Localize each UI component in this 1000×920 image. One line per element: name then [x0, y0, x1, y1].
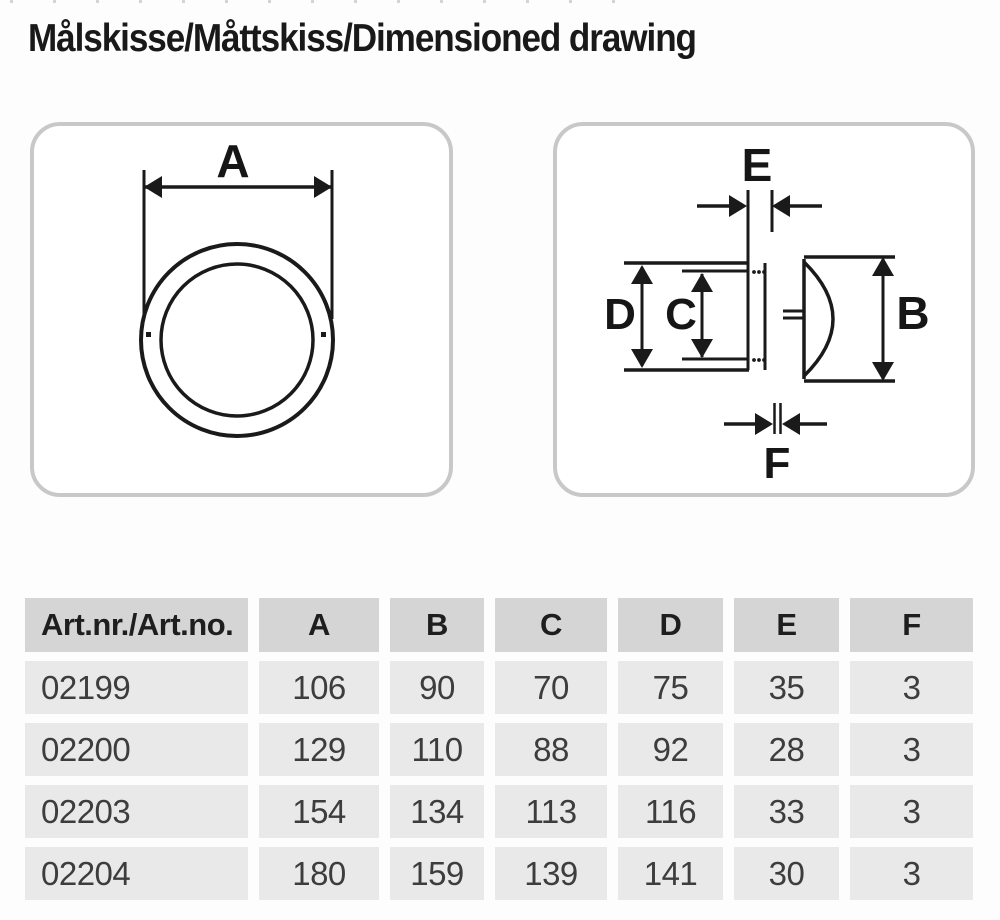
side-view-drawing: E D C [604, 139, 930, 488]
table-cell: 30 [734, 847, 839, 900]
side-view-panel: E D C [553, 122, 975, 497]
table-cell: 3 [850, 661, 973, 714]
inner-ring [159, 262, 315, 418]
table-cell: 35 [734, 661, 839, 714]
table-cell: 116 [618, 785, 723, 838]
dome-curve [802, 260, 835, 378]
table-cell: 02204 [25, 847, 248, 900]
dim-a-arrow-left [144, 176, 162, 198]
table-cell: 129 [259, 723, 379, 776]
table-cell: 159 [390, 847, 484, 900]
table-cell: 180 [259, 847, 379, 900]
dimension-table: Art.nr./Art.no. A B C D E F 02199 106 90… [25, 598, 973, 900]
dim-c-arrow-bottom [691, 339, 713, 358]
table-cell: 3 [850, 847, 973, 900]
dim-b-arrow-bottom [872, 362, 894, 381]
dim-label-f: F [764, 439, 791, 488]
dim-d-arrow-bottom [631, 349, 653, 368]
flange-plate [772, 231, 783, 403]
dim-a-arrow-right [314, 176, 332, 198]
header-cell-b: B [390, 598, 484, 652]
table-cell: 3 [850, 723, 973, 776]
dim-c-arrow-top [691, 273, 713, 292]
collar-dot [762, 358, 766, 362]
scan-noise-strip [10, 0, 630, 3]
right-mount-dot [321, 332, 326, 337]
collar-dot [762, 270, 766, 274]
table-cell: 90 [390, 661, 484, 714]
header-cell-d: D [618, 598, 723, 652]
table-cell: 113 [495, 785, 607, 838]
header-cell-a: A [259, 598, 379, 652]
dim-label-a: A [216, 135, 249, 187]
table-cell: 70 [495, 661, 607, 714]
outer-ring [139, 242, 335, 438]
table-cell: 3 [850, 785, 973, 838]
left-mount-dot [146, 332, 151, 337]
front-view-panel: A [30, 122, 453, 497]
collar-dot [757, 270, 761, 274]
dim-d-arrow-top [631, 265, 653, 284]
table-cell: 75 [618, 661, 723, 714]
dim-e-arrow-left [729, 195, 747, 217]
table-cell: 02200 [25, 723, 248, 776]
table-cell: 134 [390, 785, 484, 838]
table-cell: 92 [618, 723, 723, 776]
table-cell: 02203 [25, 785, 248, 838]
table-cell: 154 [259, 785, 379, 838]
dim-label-b: B [896, 287, 929, 339]
dim-f-arrow-right [782, 413, 800, 435]
table-cell: 139 [495, 847, 607, 900]
page-title: Målskisse/Måttskiss/Dimensioned drawing [28, 17, 697, 60]
dim-label-d: D [604, 290, 636, 339]
table-cell: 110 [390, 723, 484, 776]
table-cell: 106 [259, 661, 379, 714]
dim-f-arrow-left [755, 413, 773, 435]
header-cell-e: E [734, 598, 839, 652]
table-cell: 141 [618, 847, 723, 900]
collar-dot [752, 270, 756, 274]
collar-dot [752, 358, 756, 362]
table-cell: 33 [734, 785, 839, 838]
dim-e-arrow-right [772, 195, 790, 217]
table-cell: 28 [734, 723, 839, 776]
dim-label-c: C [665, 290, 697, 339]
table-cell: 88 [495, 723, 607, 776]
header-cell-f: F [850, 598, 973, 652]
collar-dot [757, 358, 761, 362]
table-cell: 02199 [25, 661, 248, 714]
dim-b-arrow-top [872, 257, 894, 276]
header-cell-art: Art.nr./Art.no. [25, 598, 248, 652]
front-view-drawing: A [139, 135, 335, 438]
header-cell-c: C [495, 598, 607, 652]
dim-label-e: E [742, 139, 773, 191]
